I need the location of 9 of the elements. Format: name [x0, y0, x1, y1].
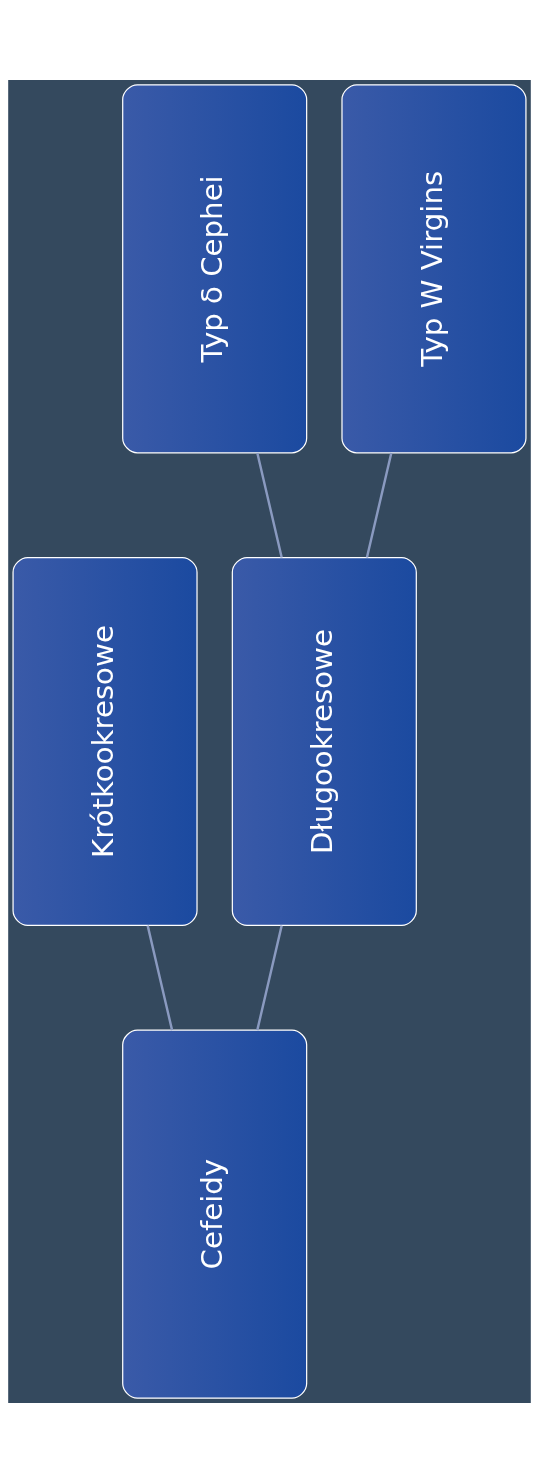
connector — [256, 452, 283, 558]
node-box: Typ W Virgins — [341, 84, 527, 454]
connector — [256, 925, 283, 1031]
connector — [365, 452, 393, 558]
node-box: Cefeidy — [122, 1029, 308, 1399]
node-box: Typ δ Cephei — [122, 84, 308, 454]
connector — [146, 925, 174, 1031]
node-box: Krótkookresowe — [12, 556, 198, 927]
node-box: Długookresowe — [231, 556, 417, 927]
